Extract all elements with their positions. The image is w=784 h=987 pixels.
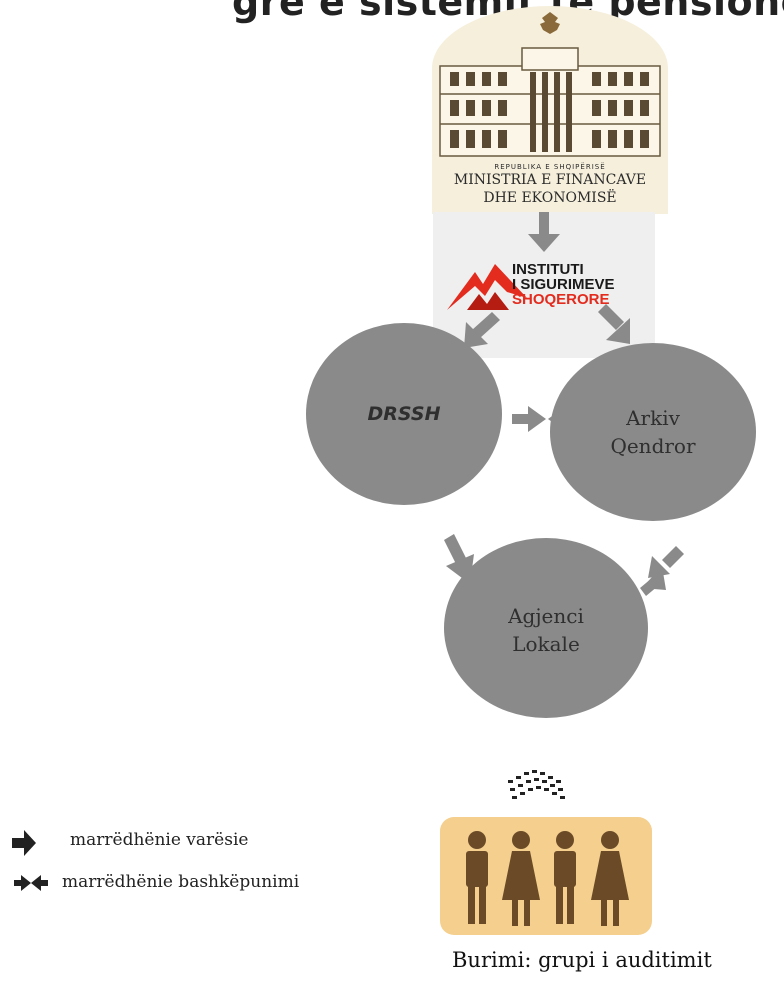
- ministry-republic-label: REPUBLIKA E SHQIPËRISË: [494, 163, 606, 171]
- connection-dots: [508, 770, 565, 799]
- node-agjenci-label-line2: Lokale: [512, 632, 580, 656]
- legend-dependency-label: marrëdhënie varësie: [70, 830, 249, 850]
- iss-name-line3: SHOQERORE: [512, 291, 610, 308]
- people-group-icon: [466, 831, 629, 926]
- arrow-cooperation-drssh-arkiv: [512, 406, 580, 432]
- ministry-logo: [432, 6, 668, 214]
- node-arkiv-qendror: [550, 343, 756, 521]
- legend-cooperation-label: marrëdhënie bashkëpunimi: [62, 872, 300, 892]
- ministry-name-line2: DHE EKONOMISË: [483, 190, 617, 206]
- arrow-ministry-to-iss: [528, 212, 560, 252]
- arrow-cooperation-agjenci-arkiv: [640, 546, 684, 596]
- node-arkiv-label-line1: Arkiv: [626, 406, 680, 430]
- ministry-building-icon: [439, 12, 661, 157]
- node-agjenci-label: Agjenci Lokale: [446, 602, 646, 658]
- node-agjenci-label-line1: Agjenci: [508, 604, 584, 628]
- arrow-iss-to-arkiv: [598, 304, 630, 344]
- node-drssh-label: DRSSH: [367, 403, 441, 425]
- legend-dependency-arrow-icon: [12, 830, 36, 856]
- node-arkiv-label-line2: Qendror: [610, 434, 696, 458]
- ministry-caption: REPUBLIKA E SHQIPËRISË MINISTRIA E FINAN…: [432, 163, 668, 207]
- iss-mountain-logo-icon: [447, 264, 527, 310]
- iss-name-line2: I SIGURIMEVE: [512, 276, 615, 293]
- node-agjenci-lokale: [444, 538, 648, 718]
- legend-cooperation-arrow-icon: [14, 875, 48, 891]
- eagle-emblem-icon: [540, 12, 560, 34]
- node-arkiv-label: Arkiv Qendror: [560, 404, 746, 460]
- arrow-drssh-to-agjenci: [444, 534, 474, 584]
- iss-name-line1: INSTITUTI: [512, 261, 584, 278]
- node-drssh: [306, 323, 502, 505]
- people-box: [440, 817, 652, 935]
- arrow-iss-to-drssh: [464, 312, 500, 348]
- ministry-name-line1: MINISTRIA E FINANCAVE: [453, 172, 647, 188]
- source-note: Burimi: grupi i auditimit: [452, 948, 712, 972]
